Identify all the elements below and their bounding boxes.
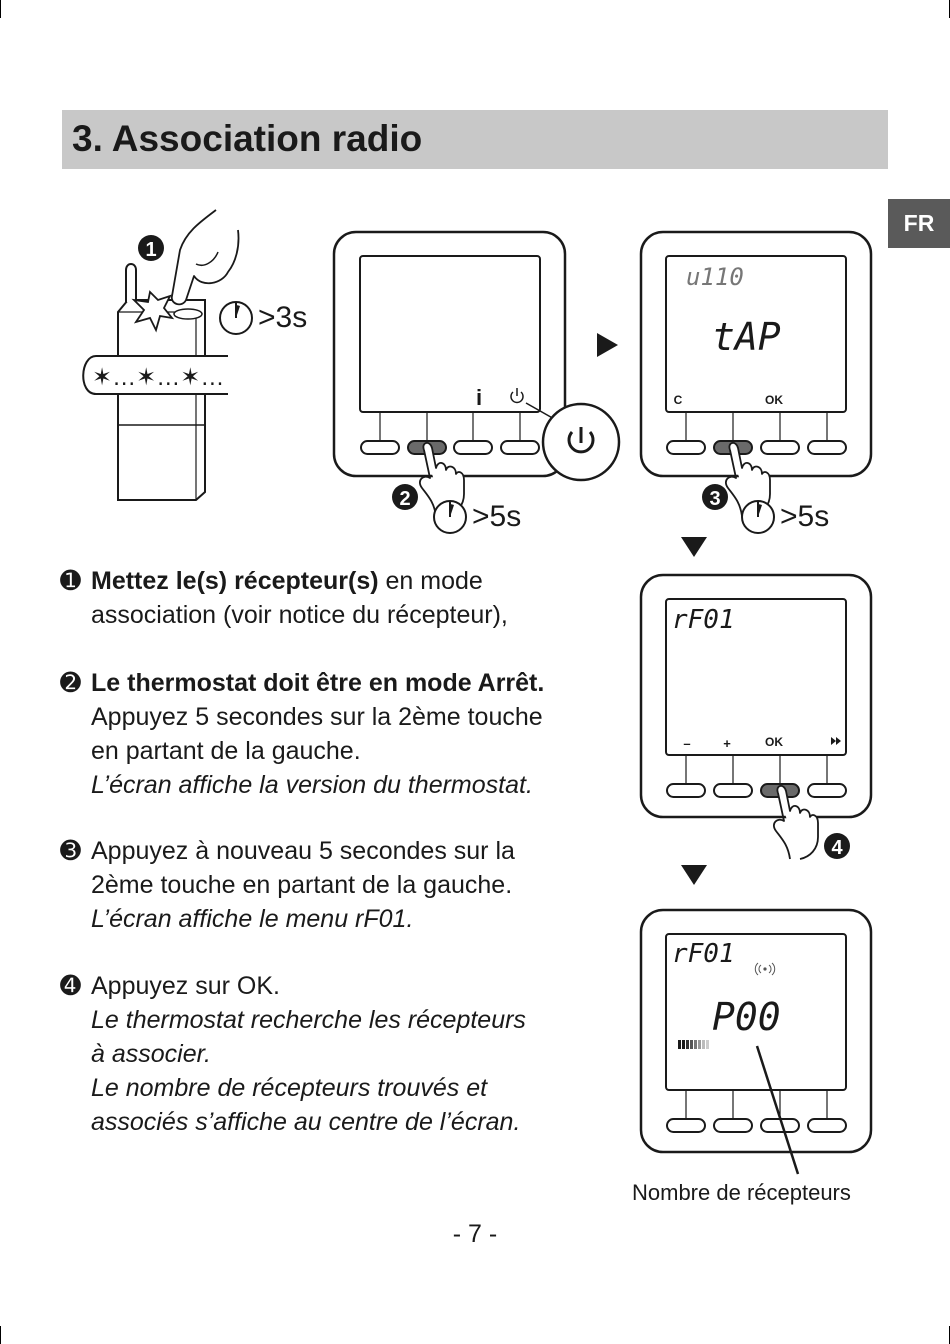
step-3-line1: 2ème touche en partant de la gauche.: [91, 871, 513, 899]
minus-label: –: [683, 736, 690, 751]
step-3-italic: L’écran affiche le menu rF01.: [91, 905, 414, 933]
timer-label: >5s: [472, 500, 521, 533]
step-marker-3: 3: [702, 484, 728, 510]
thermostat-off: i: [332, 230, 621, 517]
step-2-marker: ➋: [60, 669, 81, 697]
flash-burst: [131, 290, 175, 333]
button-3: [453, 440, 493, 455]
button-4: [807, 440, 847, 455]
hand-pressing: [170, 209, 240, 320]
step-1-bold: Mettez le(s) récepteur(s): [91, 567, 379, 595]
step-4-italic4: associés s’affiche au centre de l’écran.: [91, 1108, 521, 1136]
info-label: i: [476, 385, 482, 410]
timer-label: >5s: [780, 500, 829, 533]
power-icon: [510, 388, 524, 404]
step-4-italic1: Le thermostat recherche les récepteurs: [91, 1006, 526, 1034]
step-4-italic3: Le nombre de récepteurs trouvés et: [91, 1074, 488, 1102]
button-1: [666, 1118, 706, 1133]
svg-text:3: 3: [709, 488, 720, 510]
step-4-line0: Appuyez sur OK.: [91, 972, 280, 1000]
step-3-line0: Appuyez à nouveau 5 secondes sur la: [91, 837, 515, 865]
step-1-text: ➊ Mettez le(s) récepteur(s) en mode assoc…: [60, 564, 620, 632]
lcd-menu: rF01: [672, 939, 735, 969]
thermostat-menu: rF01 – + OK: [639, 573, 873, 860]
button-4: [807, 783, 847, 798]
lcd-menu: rF01: [672, 605, 735, 635]
step-3-text: ➌ Appuyez à nouveau 5 secondes sur la 2èm…: [60, 834, 620, 936]
section-title-bar: 3. Association radio: [62, 110, 888, 169]
language-tab: FR: [888, 199, 950, 248]
ok-label: OK: [765, 735, 783, 749]
svg-text:1: 1: [145, 239, 156, 261]
button-2: [713, 783, 753, 798]
button-1: [666, 440, 706, 455]
c-label: C: [674, 393, 683, 407]
section-title: 3. Association radio: [72, 118, 423, 159]
lcd-receiver-count: P00: [712, 995, 781, 1039]
lcd-main: tAP: [712, 315, 781, 359]
page-number: - 7 -: [452, 1220, 498, 1248]
svg-text:2: 2: [399, 488, 410, 510]
button-4: [500, 440, 540, 455]
step-4-marker: ➍: [60, 972, 81, 1000]
arrow-down-icon: [681, 537, 707, 557]
step-marker-4: 4: [824, 833, 850, 859]
step-1-line2: association (voir notice du récepteur),: [91, 601, 508, 629]
flash-band: ✶…✶…✶…: [82, 355, 228, 395]
crop-mark: [0, 0, 1, 18]
step-4-italic2: à associer.: [91, 1040, 211, 1068]
receiver-count-caption: Nombre de récepteurs: [632, 1180, 851, 1205]
svg-text:4: 4: [831, 837, 843, 859]
button-1: [360, 440, 400, 455]
lcd-version: u110: [686, 263, 744, 291]
arrow-down-icon: [681, 865, 707, 885]
callout-line: [755, 1045, 800, 1175]
radio-signal-icon: [754, 962, 776, 976]
step-2-line1: Appuyez 5 secondes sur la 2ème touche: [91, 703, 543, 731]
timer-icon: [433, 500, 467, 534]
plus-label: +: [723, 736, 731, 751]
crop-mark: [0, 1326, 1, 1344]
timer-icon: [219, 301, 253, 335]
step-1-marker: ➊: [60, 567, 81, 595]
step-2-bold: Le thermostat doit être en mode Arrêt.: [91, 669, 545, 697]
step-1-rest: en mode: [378, 567, 483, 595]
button-2: [713, 1118, 753, 1133]
flash-indicator-text: ✶…✶…✶…: [92, 364, 224, 391]
thermostat-version: u110 tAP C OK: [639, 230, 873, 517]
step-marker-1: 1: [138, 235, 164, 261]
timer-label: >3s: [258, 301, 307, 334]
step-2-line2: en partant de la gauche.: [91, 737, 361, 765]
ok-label: OK: [765, 393, 783, 407]
arrow-right-icon: [597, 333, 618, 357]
step-2-italic: L’écran affiche la version du thermostat…: [91, 771, 533, 799]
step-3-marker: ➌: [60, 837, 81, 865]
step-4-text: ➍ Appuyez sur OK. Le thermostat recherche…: [60, 969, 620, 1139]
thermostat-search: rF01 P00: [639, 908, 873, 1175]
step-marker-2: 2: [392, 484, 418, 510]
button-4: [807, 1118, 847, 1133]
fast-forward-icon: [831, 737, 841, 745]
progress-bar: [678, 1040, 709, 1049]
timer-icon: [741, 500, 775, 534]
button-1: [666, 783, 706, 798]
button-3: [760, 440, 800, 455]
